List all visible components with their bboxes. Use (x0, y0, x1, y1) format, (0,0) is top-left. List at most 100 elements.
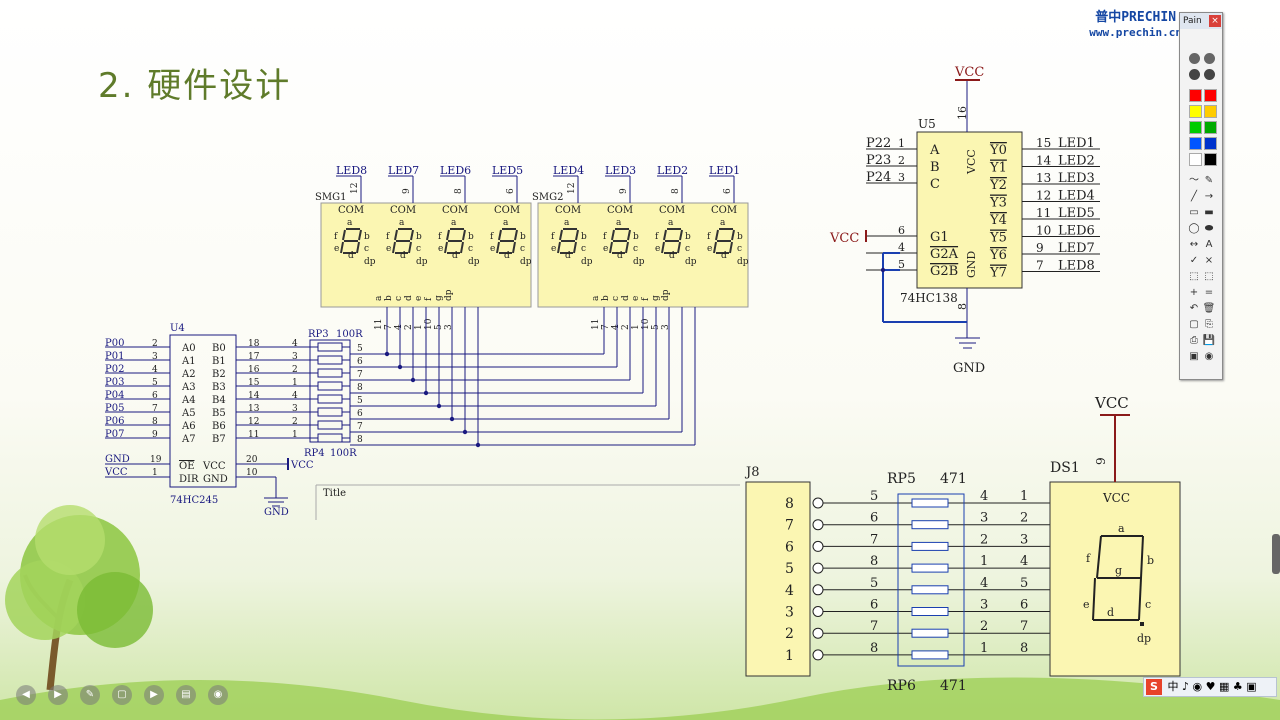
digit-6-segment-b (627, 229, 631, 241)
color-swatch[interactable] (1204, 89, 1217, 102)
paint-tool-icon[interactable]: ◯ (1188, 223, 1200, 234)
paint-tool-icon[interactable]: ◉ (1204, 351, 1214, 362)
paint-toolbar[interactable]: Pain × 〜✎╱→▭▬◯⬬↔A✓×⬚⬚+=↶🗑▢⎘⎙💾▣◉ (1179, 12, 1223, 380)
paint-tool-icon[interactable]: ▭ (1189, 207, 1199, 218)
paint-tool-icon[interactable]: ▬ (1204, 207, 1214, 218)
paint-tool-icon[interactable]: ⬚ (1204, 271, 1214, 282)
digit-2-label-f: f (386, 232, 390, 242)
paint-tool-icon[interactable]: ✎ (1204, 175, 1214, 186)
led-net-label-1: LED8 (336, 164, 367, 177)
u5-vcc-g1: VCC (829, 231, 859, 246)
digit-6-segment-e (609, 241, 613, 254)
digit-5-label-e: e (551, 244, 556, 254)
player-button-icon[interactable]: ▤ (176, 685, 196, 705)
segment-pin-number: 3 (661, 324, 671, 330)
digit-8-com-label: COM (711, 205, 737, 216)
digit-2-segment-c (408, 241, 412, 254)
color-swatch[interactable] (1204, 137, 1217, 150)
digit-6-label-a: a (616, 218, 622, 228)
segment-pin-letter: c (394, 296, 404, 301)
u5-output-Y0: Y0 (989, 143, 1007, 158)
color-swatch[interactable] (1189, 153, 1202, 166)
player-button-icon[interactable]: ▶ (48, 685, 68, 705)
paint-tool-icon[interactable]: + (1189, 287, 1199, 298)
paint-tool-icon[interactable]: ╱ (1190, 191, 1198, 202)
digit-3-segment-c (460, 241, 464, 254)
brush-size-xlarge[interactable] (1204, 69, 1215, 80)
segment-pin-number: 7 (384, 324, 394, 330)
digit-1-label-a: a (347, 218, 353, 228)
paint-tool-icon[interactable]: ↔ (1189, 239, 1199, 250)
paint-tool-icon[interactable]: 🗑 (1202, 303, 1216, 314)
color-swatch[interactable] (1189, 137, 1202, 150)
segment-pin-letter: f (641, 297, 651, 301)
player-button-icon[interactable]: ▢ (112, 685, 132, 705)
ds1-ref: DS1 (1050, 460, 1080, 476)
u5-out-pin: 14 (1036, 154, 1052, 168)
player-button-icon[interactable]: ▶ (144, 685, 164, 705)
vcc-label: VCC (290, 460, 314, 471)
color-swatch[interactable] (1189, 105, 1202, 118)
ds1-vcc-pin: 9 (1094, 457, 1108, 465)
led-net-label-8: LED1 (709, 164, 740, 177)
player-button-icon[interactable]: ✎ (80, 685, 100, 705)
player-button-icon[interactable]: ◉ (208, 685, 228, 705)
ime-status[interactable]: 中 ♪ ◉ ♥ ▦ ♣ ▣ (1167, 680, 1257, 693)
color-swatch[interactable] (1204, 121, 1217, 134)
ime-toolbar[interactable]: S 中 ♪ ◉ ♥ ▦ ♣ ▣ (1143, 677, 1277, 697)
paint-tool-icon[interactable]: ▢ (1189, 319, 1199, 330)
paint-tool-icon[interactable]: 💾 (1202, 335, 1216, 346)
paint-tool-icon[interactable]: ▣ (1189, 351, 1199, 362)
rp56-right-pin: 3 (980, 598, 988, 613)
digit-5-label-f: f (551, 232, 555, 242)
digit-7-label-dp: dp (685, 257, 697, 267)
segment-pin-letter: dp (661, 289, 671, 301)
j8-pin-terminal (812, 649, 824, 661)
led-pin-number: 8 (671, 188, 681, 194)
color-swatch[interactable] (1204, 153, 1217, 166)
scroll-handle[interactable] (1272, 534, 1280, 574)
paint-tool-icon[interactable]: ↶ (1189, 303, 1199, 314)
resistor-element (317, 420, 343, 430)
digit-4-label-dp: dp (520, 257, 532, 267)
color-swatch[interactable] (1189, 89, 1202, 102)
paint-tool-icon[interactable]: ⬬ (1204, 223, 1214, 234)
brush-size-large[interactable] (1189, 69, 1200, 80)
u5-out-pin: 13 (1036, 171, 1051, 185)
paint-tool-icon[interactable]: ⎘ (1205, 319, 1213, 330)
rp56-resistor (911, 520, 949, 530)
digit-5-label-dp: dp (581, 257, 593, 267)
sogou-logo-icon[interactable]: S (1146, 679, 1162, 695)
u5-net-P23: P23 (866, 153, 891, 168)
paint-tool-icon[interactable]: ✓ (1189, 255, 1199, 266)
brush-size-small[interactable] (1189, 53, 1200, 64)
u5-vcc-pin: 16 (956, 106, 969, 120)
u4-a-pin: A3 (181, 382, 196, 393)
paint-tool-icon[interactable]: 〜 (1189, 175, 1199, 186)
net-vcc-label: VCC (104, 467, 128, 478)
paint-tool-icon[interactable]: ⎙ (1190, 335, 1198, 346)
rp56-right-pin: 4 (980, 576, 988, 591)
color-swatch[interactable] (1189, 121, 1202, 134)
u4-dir: DIR (179, 474, 199, 485)
digit-3-label-c: c (468, 244, 473, 254)
slide-title: 2. 硬件设计 (98, 66, 292, 106)
digit-7-segment-e (661, 241, 665, 254)
paint-tool-icon[interactable]: × (1204, 255, 1214, 266)
j8-pin-1: 1 (785, 648, 794, 664)
brush-size-medium[interactable] (1204, 53, 1215, 64)
paint-tool-icon[interactable]: → (1204, 191, 1214, 202)
u4-gnd-pin: 10 (246, 468, 258, 478)
segment-pin-letter: d (404, 295, 414, 301)
paint-tool-icon[interactable]: A (1205, 239, 1213, 250)
segment-pin-letter: e (631, 296, 641, 301)
u5-net-P24: P24 (866, 170, 891, 185)
paint-tool-icon[interactable]: ⬚ (1189, 271, 1199, 282)
u4-dir-pin: 1 (152, 468, 158, 478)
close-icon[interactable]: × (1209, 15, 1221, 27)
paint-tool-icon[interactable]: = (1204, 287, 1214, 298)
player-button-icon[interactable]: ◀ (16, 685, 36, 705)
color-swatch[interactable] (1204, 105, 1217, 118)
u5-in-pin: 1 (898, 137, 905, 150)
segment-pin-letter: a (374, 295, 384, 301)
